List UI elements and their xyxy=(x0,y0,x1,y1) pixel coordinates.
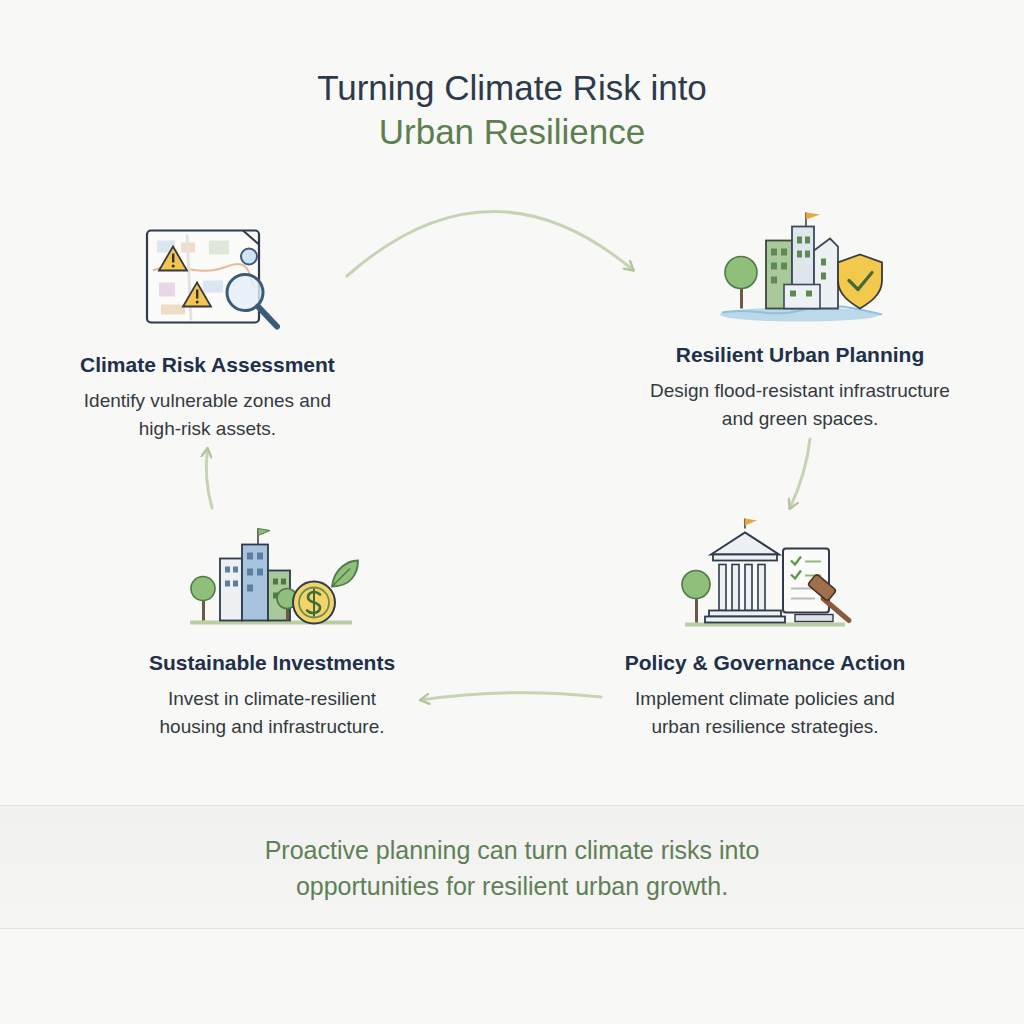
cycle-step: Resilient Urban PlanningDesign flood-res… xyxy=(639,204,961,433)
step-icon xyxy=(710,204,890,329)
cycle-arrow xyxy=(206,449,212,508)
step-heading: Sustainable Investments xyxy=(137,651,407,675)
cycle-arrow xyxy=(421,693,601,700)
diagram-title: Turning Climate Risk into Urban Resilien… xyxy=(312,66,712,154)
step-description: Design flood-resistant infrastructure an… xyxy=(645,377,955,433)
step-icon xyxy=(117,214,297,339)
cycle-step: Climate Risk AssessmentIdentify vulnerab… xyxy=(74,214,341,443)
step-heading: Climate Risk Assessment xyxy=(80,353,335,377)
step-description: Implement climate policies and urban res… xyxy=(615,685,915,741)
step-description: Identify vulnerable zones and high-risk … xyxy=(82,387,332,443)
cycle-arrow xyxy=(347,211,633,276)
step-description: Invest in climate-resilient housing and … xyxy=(137,685,407,741)
cycle-step: Sustainable InvestmentsInvest in climate… xyxy=(131,512,413,741)
diagram-caption: Proactive planning can turn climate risk… xyxy=(202,832,822,904)
caption-band xyxy=(0,805,1024,929)
step-heading: Resilient Urban Planning xyxy=(645,343,955,367)
cycle-arrow xyxy=(790,439,810,508)
step-heading: Policy & Governance Action xyxy=(615,651,915,675)
step-icon xyxy=(675,512,855,637)
cycle-step: Policy & Governance ActionImplement clim… xyxy=(609,512,921,741)
step-icon xyxy=(182,512,362,637)
